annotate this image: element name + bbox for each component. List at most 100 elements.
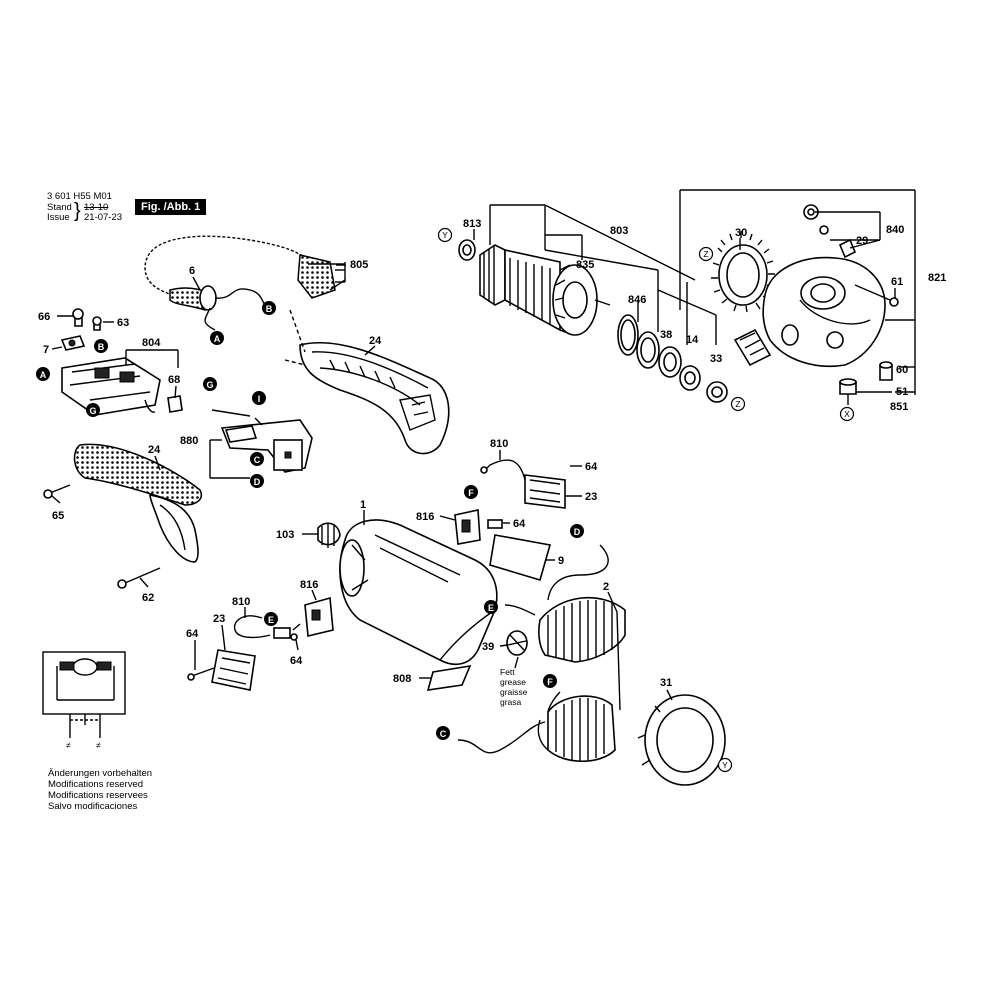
label-851: 851 [890,401,908,413]
label-31: 31 [660,677,672,689]
label-38: 38 [660,329,672,341]
svg-text:E: E [488,603,494,613]
marker-y-lower: Y [717,757,733,773]
svg-text:D: D [574,527,581,537]
marker-f-lower: F [543,674,557,688]
label-804: 804 [142,337,161,349]
label-810-lower: 810 [232,596,250,608]
label-808: 808 [393,673,411,685]
marker-y-upper: Y [437,227,453,243]
svg-text:B: B [266,304,273,314]
stand-label: Stand [47,202,72,213]
marker-b-cord: B [262,301,276,315]
label-9: 9 [558,555,564,567]
grease-label-fr: graisse [500,687,528,697]
label-24-upper: 24 [369,335,382,347]
part-labels: 805 6 66 63 7 804 68 24 880 24 65 62 813… [38,218,946,707]
cable-c-lower [457,721,546,754]
svg-text:≠: ≠ [96,740,101,750]
modification-notes: Änderungen vorbehalten Modifications res… [48,768,152,812]
label-66: 66 [38,311,50,323]
label-1: 1 [360,499,366,511]
label-23-lower: 23 [213,613,225,625]
label-51: 51 [896,386,908,398]
motor-housing [317,519,498,666]
label-816-lower: 816 [300,579,318,591]
marker-e-upper: E [484,600,498,614]
svg-text:≠: ≠ [66,740,71,750]
label-64-upper: 64 [585,461,598,473]
connector-markers: A A B B G G I C D F D E E F C Y Y Z Z X [36,227,855,773]
label-816-upper: 816 [416,511,434,523]
label-24-lower: 24 [148,444,161,456]
marker-e-lower: E [264,612,278,626]
cable-e-upper [504,604,536,616]
label-846: 846 [628,294,646,306]
switch-assembly [60,308,183,416]
note-es: Salvo modificaciones [48,801,138,812]
issue-label: Issue [47,212,70,223]
switch-880 [211,409,313,473]
label-62: 62 [142,592,154,604]
label-64-left: 64 [186,628,199,640]
marker-a-left: A [36,367,50,381]
marker-x: X [839,406,855,422]
svg-text:B: B [98,342,105,352]
issue-value: 21-07-23 [84,212,123,223]
note-en: Modifications reserved [48,779,144,790]
label-840: 840 [886,224,904,236]
label-103: 103 [276,529,294,541]
label-821: 821 [928,272,946,284]
document-number: 3 601 H55 M01 [47,191,112,202]
label-63: 63 [117,317,129,329]
cable-f-lower [547,691,561,713]
label-64-lower: 64 [290,655,303,667]
cable-d-upper [547,544,609,601]
armature-assembly [458,239,728,403]
marker-b-switch: B [94,339,108,353]
label-30: 30 [735,227,747,239]
svg-text:X: X [844,409,850,419]
label-61: 61 [891,276,903,288]
stand-value: 13-10 [84,202,109,213]
marker-d-switch: D [250,474,264,488]
marker-g-wire: G [203,377,217,391]
grease-label-de: Fett [500,667,515,677]
figure-label: Fig. /Abb. 1 [135,199,207,215]
grease-label-es: grasa [500,697,522,707]
label-835: 835 [576,259,594,271]
svg-text:F: F [547,677,553,687]
label-29: 29 [856,235,868,247]
label-813: 813 [463,218,481,230]
screws-left [43,484,161,589]
svg-text:Z: Z [703,249,708,259]
handle-housing-upper [299,341,450,455]
marker-i-wire: I [252,391,266,405]
marker-z-upper: Z [698,246,714,262]
label-68: 68 [168,374,180,386]
marker-c-switch: C [250,452,264,466]
svg-text:E: E [268,615,274,625]
svg-text:C: C [440,729,447,739]
stator-assembly [426,596,626,762]
end-cover [637,694,726,786]
svg-text:F: F [468,488,474,498]
power-cord [142,233,346,331]
svg-text:G: G [89,406,96,416]
header-brace: } [74,200,81,222]
marker-a-cord: A [210,331,224,345]
marker-g-switch: G [86,403,100,417]
marker-f-upper: F [464,485,478,499]
brush-holder-lower [187,596,334,691]
label-60: 60 [896,364,908,376]
svg-text:A: A [214,334,221,344]
marker-c-lower: C [436,726,450,740]
grease-label-en: grease [500,677,526,687]
label-803: 803 [610,225,628,237]
svg-text:Z: Z [735,399,740,409]
svg-text:I: I [258,394,261,404]
label-6: 6 [189,265,195,277]
marker-z-lower: Z [730,396,746,412]
label-65: 65 [52,510,64,522]
